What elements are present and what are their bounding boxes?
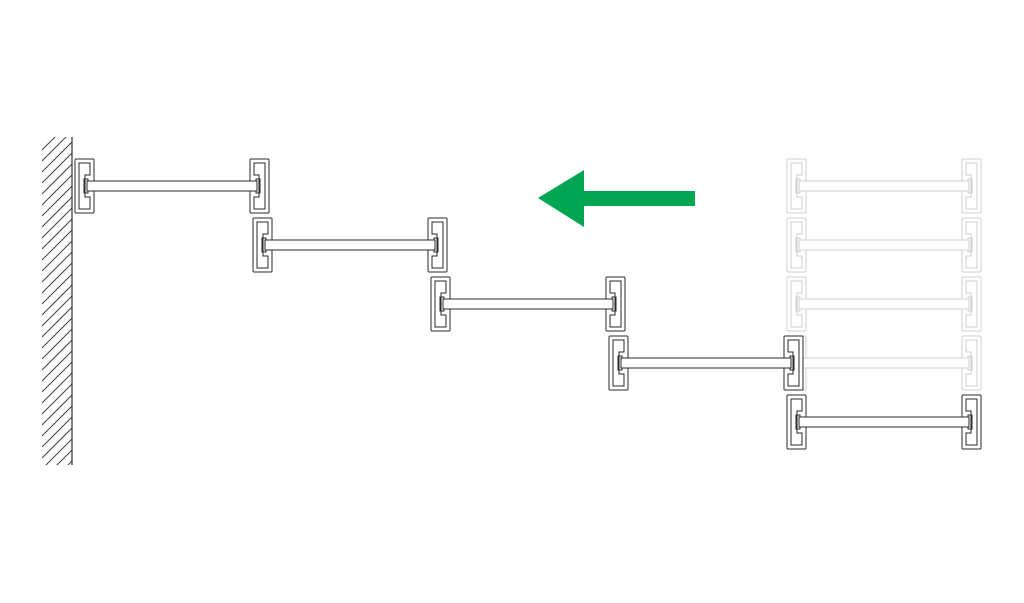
frame-profile [961,158,982,214]
wall-hatch-line [42,284,72,316]
wall-hatch-line [42,361,72,393]
wall-hatch-line [42,196,72,228]
wall-hatch [42,137,73,524]
sliding-panel [786,217,982,273]
wall-hatch-line [42,416,72,448]
frame-profile [961,276,982,332]
frame-profile [605,276,626,332]
panel-rail [798,416,970,428]
wall-hatch-line [42,174,72,206]
wall-hatch-line [42,137,67,162]
wall-hatch-line [42,163,72,195]
panel-rail [798,357,970,369]
wall-hatch-line [42,185,72,217]
frame-profile [249,158,270,214]
wall-hatch-line [42,251,72,283]
wall-hatch-line [56,449,72,465]
frame-profile [430,276,451,332]
wall-hatch-line [42,207,72,239]
panel-rail [442,298,614,310]
wall-hatch-line [42,137,56,151]
wall-hatch-line [42,427,72,459]
wall-hatch-line [67,460,72,465]
wall-hatch-line [42,141,72,173]
sliding-panel [786,158,982,214]
wall-hatch-line [42,229,72,261]
sliding-panel [786,335,982,391]
wall-hatch-line [42,152,72,184]
wall-hatch-line [42,394,72,426]
wall-hatch-line [42,295,72,327]
sliding-panel [252,217,448,273]
wall-hatch-line [42,494,72,524]
wall-hatch-line [42,328,72,360]
wall-hatch-line [42,218,72,250]
frame-profile [961,335,982,391]
closed-position-panels [786,158,982,391]
sliding-panel [430,276,626,332]
sliding-panel [786,276,982,332]
wall-hatch-line [42,317,72,349]
wall-hatch-line [42,372,72,404]
wall-hatch-line [42,483,72,513]
panel-rail [264,239,436,251]
wall-hatch-line [42,306,72,338]
wall-hatch-line [42,383,72,415]
sliding-panel [608,335,804,391]
wall-hatch-line [42,350,72,382]
panel-rail [798,239,970,251]
panel-rail [86,180,258,192]
wall-hatch-line [42,472,72,502]
wall-hatch-line [42,339,72,371]
frame-profile [74,158,95,214]
sliding-panel [786,394,982,450]
panel-rail [620,357,792,369]
wall-hatch-line [42,262,72,294]
arrow-left-icon [538,170,695,227]
open-position-panels [74,158,982,450]
panel-rail [798,298,970,310]
panel-rail [798,180,970,192]
wall-hatch-line [42,405,72,437]
sliding-panel [74,158,270,214]
wall-hatch-line [42,273,72,305]
wall-hatch-line [45,438,72,465]
wall-hatch-line [42,240,72,272]
